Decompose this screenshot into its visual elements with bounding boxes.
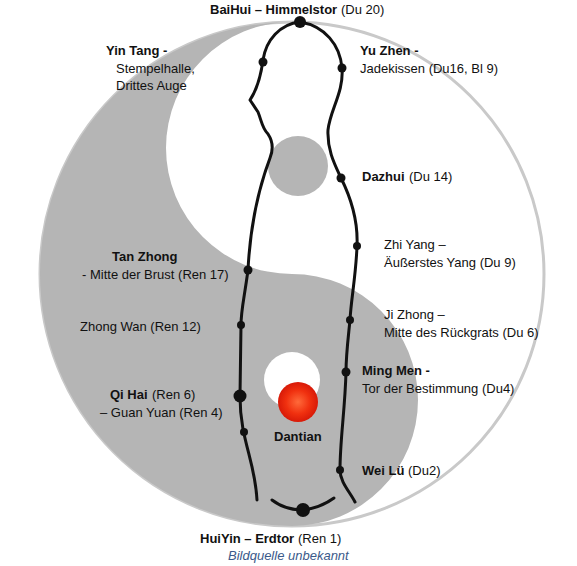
point-dot (237, 321, 245, 329)
point-label: – Guan Yuan (Ren 4) (100, 404, 223, 421)
point-label: (Du 20) (341, 1, 384, 18)
point-label: Wei Lü (362, 462, 404, 479)
yin-area (40, 22, 418, 526)
body-outline (240, 22, 357, 510)
dantian-circle (278, 382, 318, 422)
point-dot (234, 390, 247, 403)
point-label: (Ren 6) (152, 386, 195, 403)
yin-yang-circle (40, 22, 544, 526)
point-dot (259, 58, 268, 67)
point-label: Dantian (274, 428, 322, 445)
point-dot (342, 368, 351, 377)
point-dot (296, 503, 310, 517)
point-label: Yin Tang - (106, 42, 167, 59)
point-label: Qi Hai (110, 386, 148, 403)
point-label: Tan Zhong (112, 248, 177, 265)
point-label: - Mitte der Brust (Ren 17) (82, 266, 229, 283)
point-label: HuiYin – Erdtor (200, 530, 294, 547)
point-label: Ming Men - (362, 362, 430, 379)
point-dot (336, 466, 344, 474)
point-dot (346, 316, 354, 324)
point-label: (Du2) (408, 462, 441, 479)
front-line (240, 22, 300, 500)
point-label: Mitte des Rückgrats (Du 6) (384, 324, 539, 341)
point-label: (Ren 1) (298, 530, 341, 547)
point-dot (240, 428, 248, 436)
caption: Bildquelle unbekannt (228, 548, 349, 563)
point-label: Tor der Bestimmung (Du4) (362, 380, 514, 397)
point-dot (353, 242, 361, 250)
point-label: Stempelhalle, Drittes Auge (116, 60, 198, 94)
points (234, 16, 362, 517)
point-dot (294, 16, 306, 28)
point-label: Äußerstes Yang (Du 9) (384, 254, 516, 271)
point-label: (Du 14) (409, 168, 452, 185)
point-dot (337, 174, 346, 183)
point-dot (244, 266, 253, 275)
yin-dot (268, 136, 328, 196)
point-label: Zhong Wan (Ren 12) (80, 318, 201, 335)
point-label: Dazhui (362, 168, 405, 185)
point-label: Ji Zhong – (384, 306, 445, 323)
point-label: BaiHui – Himmelstor (210, 1, 337, 18)
point-label: Yu Zhen - (360, 42, 419, 59)
point-dot (338, 64, 347, 73)
point-label: Zhi Yang – (384, 236, 446, 253)
point-label: Jadekissen (Du16, Bl 9) (360, 60, 498, 77)
